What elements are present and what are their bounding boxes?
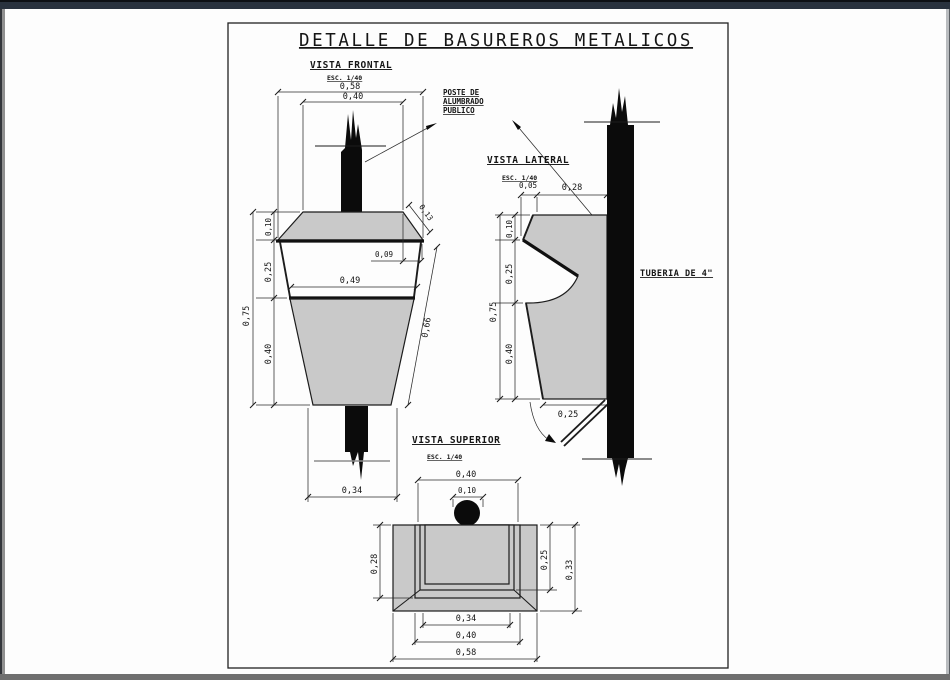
superior-view-scale: ESC. 1/40 bbox=[427, 453, 462, 461]
poste-label-line2: ALUMBRADO bbox=[443, 97, 484, 106]
frontal-view-scale: ESC. 1/40 bbox=[327, 74, 362, 82]
lateral-view: VISTA LATERAL ESC. 1/40 0,05 0,28 0,75 bbox=[487, 88, 713, 486]
dim-superior-bottom-inner: 0,34 bbox=[456, 614, 476, 624]
dim-frontal-total-height: 0,75 bbox=[242, 306, 252, 326]
sheet-border bbox=[227, 22, 729, 669]
lateral-view-label: VISTA LATERAL bbox=[487, 155, 569, 166]
superior-view-label: VISTA SUPERIOR bbox=[412, 435, 500, 446]
dim-frontal-body-height: 0,40 bbox=[264, 344, 274, 364]
poste-label-line3: PUBLICO bbox=[443, 106, 475, 115]
lamp-pole-front-top bbox=[341, 110, 362, 212]
dim-superior-left-depth: 0,28 bbox=[370, 554, 380, 574]
dim-frontal-base-width: 0,34 bbox=[342, 486, 362, 496]
dim-lateral-depth-top: 0,28 bbox=[562, 183, 582, 193]
lamp-pole-front-bottom bbox=[345, 406, 368, 480]
lateral-view-scale: ESC. 1/40 bbox=[502, 174, 537, 182]
lamp-pole-side bbox=[607, 125, 634, 458]
pole-cross-section bbox=[454, 500, 480, 526]
dim-lateral-base-depth: 0,25 bbox=[558, 410, 578, 420]
dim-superior-bottom-mid: 0,40 bbox=[456, 631, 476, 641]
poste-label-line1: POSTE DE bbox=[443, 88, 480, 97]
dim-frontal-lid-height: 0,10 bbox=[264, 217, 273, 236]
frontal-view-label: VISTA FRONTAL bbox=[310, 60, 392, 71]
dim-frontal-top-inner: 0,40 bbox=[343, 92, 363, 102]
dim-frontal-top-outer: 0,58 bbox=[340, 82, 360, 92]
poste-annotation: POSTE DE ALUMBRADO PUBLICO bbox=[364, 88, 608, 234]
dim-lateral-overhang: 0,05 bbox=[519, 181, 537, 190]
dim-superior-pole-dia: 0,10 bbox=[458, 486, 477, 495]
drawing-title: DETALLE DE BASUREROS METALICOS bbox=[299, 31, 693, 51]
bin-body-front bbox=[289, 298, 415, 406]
frontal-view: VISTA FRONTAL ESC. 1/40 0,58 0,40 bbox=[242, 60, 441, 502]
window-left-frame bbox=[0, 9, 5, 680]
dim-superior-outer-depth: 0,33 bbox=[565, 560, 575, 580]
dim-frontal-mouth-height: 0,25 bbox=[264, 262, 274, 282]
dim-lateral-total-height: 0,75 bbox=[489, 302, 499, 322]
tuberia-label: TUBERIA DE 4" bbox=[640, 269, 713, 279]
dim-lateral-lid-height: 0,10 bbox=[505, 219, 514, 238]
dim-frontal-lip-offset: 0,09 bbox=[375, 250, 393, 259]
dim-frontal-lid-edge: 0,13 bbox=[417, 203, 435, 223]
dim-superior-bottom-outer: 0,58 bbox=[456, 648, 476, 658]
dim-superior-inner-depth: 0,25 bbox=[540, 550, 550, 570]
dim-lateral-mouth-height: 0,25 bbox=[505, 264, 515, 284]
bin-body-side bbox=[522, 214, 608, 400]
superior-view: VISTA SUPERIOR ESC. 1/40 0,40 0,10 bbox=[370, 435, 582, 663]
window-bottom-frame bbox=[0, 674, 950, 680]
bin-lid-front bbox=[276, 211, 425, 241]
dim-lateral-body-height: 0,40 bbox=[505, 344, 515, 364]
dim-frontal-side-slant: 0,66 bbox=[420, 317, 433, 339]
bin-plan-bottom bbox=[424, 524, 510, 585]
support-strut bbox=[560, 399, 606, 443]
dim-frontal-mouth-width: 0,49 bbox=[340, 276, 360, 286]
window-top-frame bbox=[0, 0, 950, 9]
dim-superior-top-width: 0,40 bbox=[456, 470, 476, 480]
